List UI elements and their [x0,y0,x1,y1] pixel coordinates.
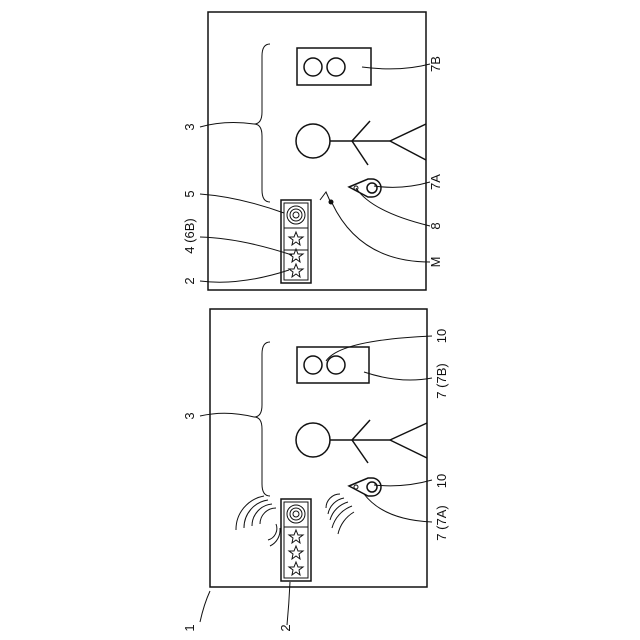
leaders-top [200,64,430,282]
label-10-bottom: 10 [434,474,449,488]
leaders-bottom [200,336,432,625]
label-display-bottom: 2 [278,624,293,631]
label-7b: 7B [428,56,443,72]
label-7a: 7A [428,174,443,190]
top-panel [200,12,430,290]
labels: 3 5 4 (6B) 2 7B 7A 8 M 3 1 2 10 7 (7B) 1… [182,56,449,632]
label-display-top: 2 [182,277,197,284]
glasses-device-icon [297,347,369,383]
top-panel-frame [208,12,426,290]
bottom-panel-frame [210,309,427,587]
brace-bottom [254,342,270,496]
label-8: 8 [428,222,443,229]
label-m: M [428,257,443,268]
star-icon [289,232,303,245]
label-user-area-bottom: 3 [182,412,197,419]
phone-icon [349,179,381,197]
music-note-icon [320,192,334,205]
display-bottom [281,499,311,581]
label-sound-top: 5 [182,190,197,197]
star-icon [289,562,303,575]
person-icon [296,121,426,165]
star-icon [289,264,303,277]
star-icon [289,546,303,559]
label-user-area-top: 3 [182,123,197,130]
bottom-panel [200,309,432,625]
phone-icon [349,478,381,496]
display-top [281,200,311,283]
label-stars-top: 4 (6B) [182,218,197,253]
label-10-top: 10 [434,329,449,343]
wireless-wave-icon [326,494,354,534]
glasses-device-icon [297,48,371,85]
star-icon [289,249,303,262]
label-7-7b: 7 (7B) [434,363,449,398]
label-7-7a: 7 (7A) [434,505,449,540]
person-icon [296,420,427,463]
wireless-wave-icon [236,496,280,546]
brace-top [254,44,270,202]
star-icon [289,530,303,543]
label-assembly: 1 [182,624,197,631]
